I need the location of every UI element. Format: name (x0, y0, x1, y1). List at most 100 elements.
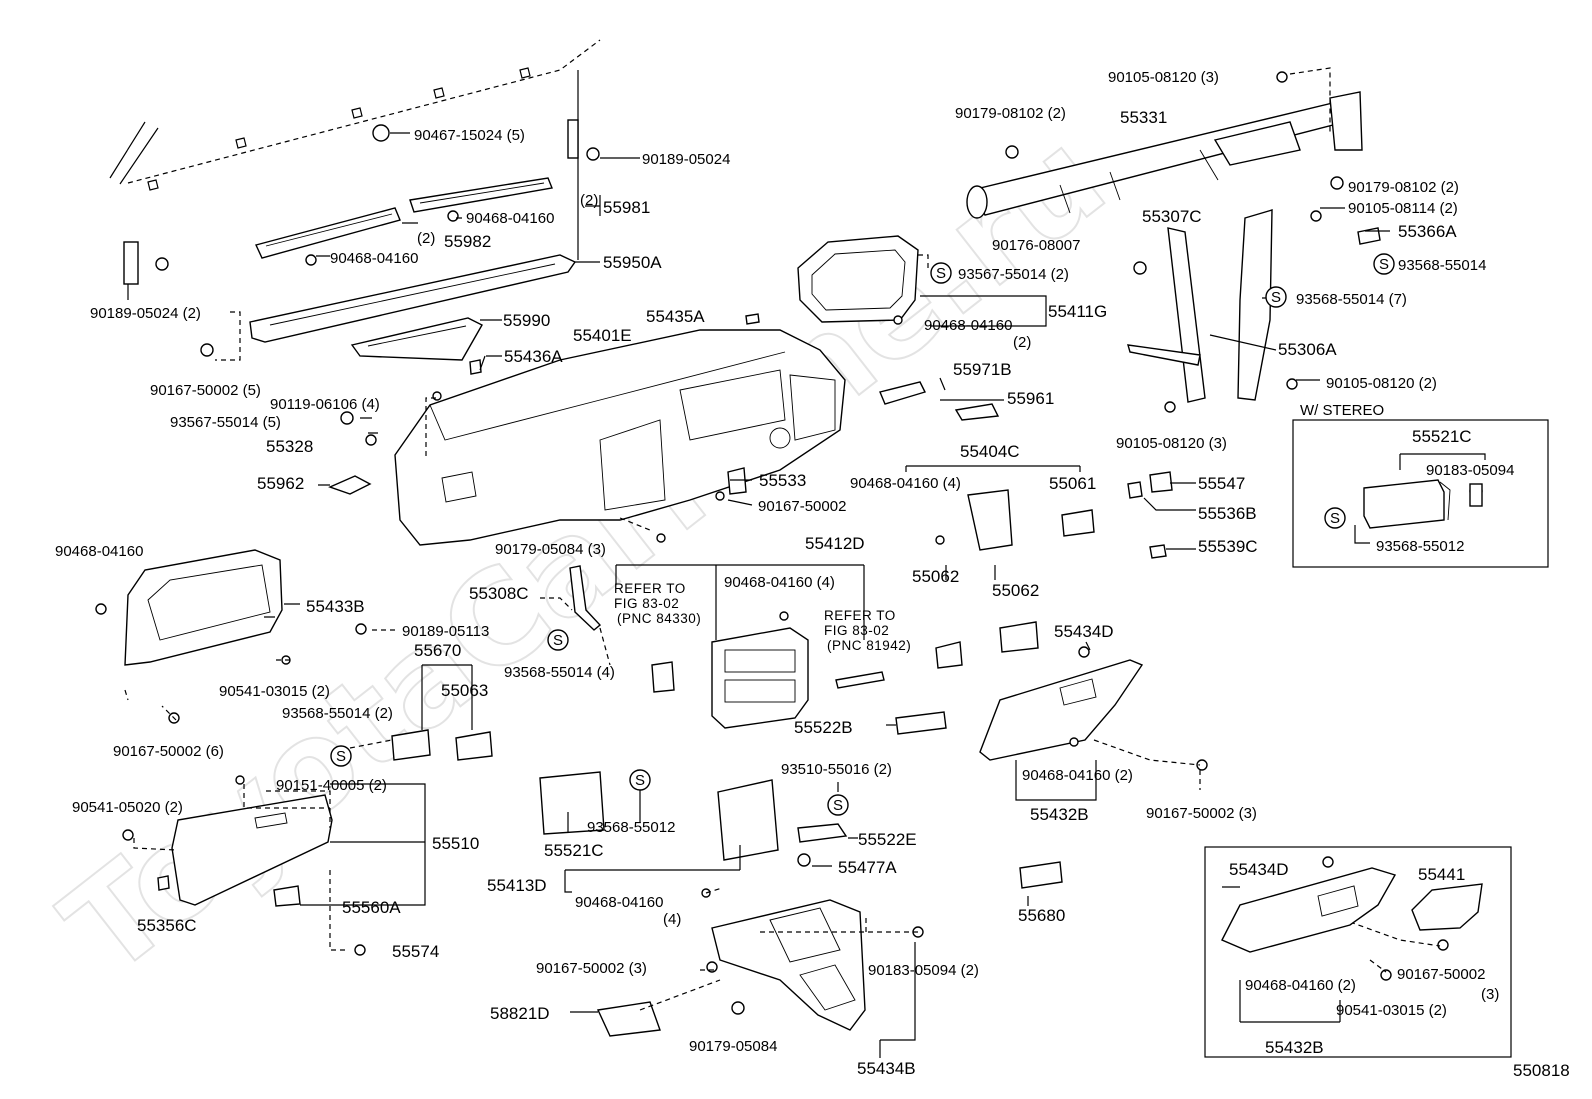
stamp-s: S (1330, 510, 1340, 527)
detail-box-bottom-right (1204, 846, 1512, 1058)
part-label: 93568-55014 (4) (504, 664, 615, 681)
part-label: 90179-05084 (3) (495, 541, 606, 558)
part-label: 90183-05094 (2) (868, 962, 979, 979)
fasteners (95, 71, 1483, 1015)
part-label: 90189-05024 (2) (90, 305, 201, 322)
part-label: (2) (417, 230, 435, 247)
part-label: 55356C (137, 916, 197, 935)
part-label: 55441 (1418, 865, 1465, 884)
defroster-nozzle-55950A (249, 254, 577, 343)
part-label: 90179-08102 (2) (1348, 179, 1459, 196)
part-label: 93568-55014 (1398, 257, 1486, 274)
part-label: 90105-08120 (3) (1116, 435, 1227, 452)
part-label: 90105-08114 (2) (1348, 200, 1458, 217)
part-label: 55522B (794, 718, 853, 737)
stamp-s: S (336, 748, 346, 765)
part-label: 55433B (306, 597, 365, 616)
part-labels: 90105-08120 (3) 90179-08102 (2) 55331 90… (55, 69, 1570, 1080)
part-label: 55990 (503, 311, 550, 330)
part-label: 90176-08007 (992, 237, 1080, 254)
part-label: 90468-04160 (924, 317, 1012, 334)
part-label: 55522E (858, 830, 917, 849)
part-label: 90119-06106 (4) (270, 396, 380, 413)
duct-55990 (350, 317, 483, 361)
part-label: 55366A (1398, 222, 1457, 241)
part-label: 55950A (603, 253, 662, 272)
part-label: 93567-55014 (2) (958, 266, 1069, 283)
part-label: 90167-50002 (3) (1146, 805, 1257, 822)
part-label: 55536B (1198, 504, 1257, 523)
part-label: 90105-08120 (2) (1326, 375, 1437, 392)
part-label: 93568-55014 (7) (1296, 291, 1407, 308)
stamp-s: S (1271, 289, 1281, 306)
part-label: 55061 (1049, 474, 1096, 493)
part-label: 90167-50002 (3) (536, 960, 647, 977)
part-label: 55434D (1054, 622, 1114, 641)
part-label: 90189-05113 (402, 623, 489, 640)
part-label: (PNC 81942) (827, 638, 911, 653)
part-label: 55477A (838, 858, 897, 877)
stamp-s: S (553, 632, 563, 649)
part-label: 55971B (953, 360, 1012, 379)
part-label: W/ STEREO (1300, 402, 1384, 419)
part-label: 90468-04160 (4) (724, 574, 835, 591)
part-label: 55062 (992, 581, 1039, 600)
part-label: 55539C (1198, 537, 1258, 556)
part-label: 90467-15024 (5) (414, 127, 525, 144)
part-label: 55331 (1120, 108, 1167, 127)
defroster-garnish-55982 (255, 207, 401, 259)
part-label: 55533 (759, 471, 806, 490)
part-label: 55432B (1030, 805, 1089, 824)
part-label: 55434D (1229, 860, 1289, 879)
part-label: REFER TO (614, 581, 686, 596)
part-label: 90167-50002 (6) (113, 743, 224, 760)
part-label: 55401E (573, 326, 632, 345)
part-label: 55510 (432, 834, 479, 853)
part-label: 55521C (1412, 427, 1472, 446)
lower-finish-55432B (979, 659, 1144, 761)
part-label: (PNC 84330) (617, 611, 701, 626)
s-stamps: S S S S S S S S (330, 253, 1395, 816)
defroster-garnish-55981 (409, 177, 553, 213)
part-label: 90468-04160 (330, 250, 418, 267)
part-label: 550818 (1513, 1061, 1570, 1080)
part-label: 55670 (414, 641, 461, 660)
stamp-s: S (833, 797, 843, 814)
part-label: 55434B (857, 1059, 916, 1078)
part-label: 93568-55012 (1376, 538, 1464, 555)
part-label: 90541-03015 (2) (219, 683, 330, 700)
part-label: 55062 (912, 567, 959, 586)
part-label: FIG 83-02 (614, 596, 679, 611)
part-label: 90167-50002 (5) (150, 382, 261, 399)
part-label: 93568-55012 (587, 819, 675, 836)
part-label: 93567-55014 (5) (170, 414, 281, 431)
part-label: 55411G (1048, 302, 1107, 321)
part-label: 55680 (1018, 906, 1065, 925)
part-label: 93510-55016 (2) (781, 761, 892, 778)
reinforcement-55331 (966, 91, 1363, 219)
part-label: 58821D (490, 1004, 550, 1023)
part-label: 55982 (444, 232, 491, 251)
part-label: 90541-03015 (2) (1336, 1002, 1447, 1019)
part-label: 55307C (1142, 207, 1202, 226)
part-label: 55306A (1278, 340, 1337, 359)
part-label: 55961 (1007, 389, 1054, 408)
part-label: (4) (663, 911, 681, 928)
part-label: 90167-50002 (758, 498, 846, 515)
part-label: 90468-04160 (2) (1022, 767, 1133, 784)
glove-compartment-55433B (124, 549, 283, 666)
stamp-s: S (936, 265, 946, 282)
part-label: 55328 (266, 437, 313, 456)
part-label: 55560A (342, 898, 401, 917)
stamp-s: S (1379, 256, 1389, 273)
part-label: 55435A (646, 307, 705, 326)
part-label: 90189-05024 (642, 151, 730, 168)
part-label: 90179-05084 (689, 1038, 777, 1055)
lower-panel-55510 (171, 794, 333, 906)
center-cluster-55412D (711, 627, 809, 729)
part-label: 55962 (257, 474, 304, 493)
stamp-s: S (635, 772, 645, 789)
part-label: 90183-05094 (1426, 462, 1514, 479)
cluster-panel-55411G (797, 235, 919, 323)
